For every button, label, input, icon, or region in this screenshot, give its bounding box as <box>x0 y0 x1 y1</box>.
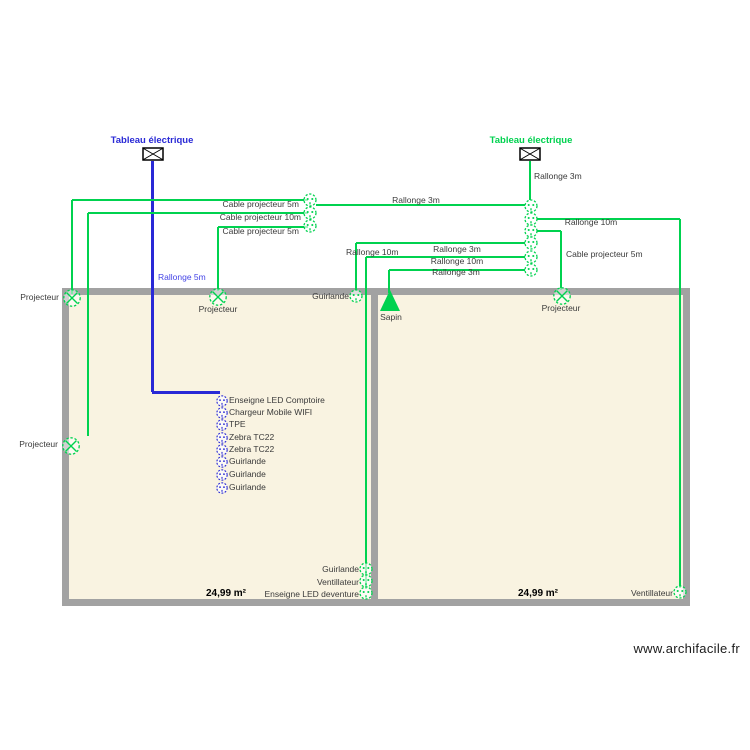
green-cable-wire[interactable] <box>366 256 525 258</box>
socket-outlet-icon[interactable] <box>524 263 538 282</box>
green-cable-wire[interactable] <box>355 243 357 290</box>
cable-label: Rallonge 10m <box>430 256 484 266</box>
cable-label: Rallonge 3m <box>392 195 440 205</box>
device-label: Ventillateur <box>630 588 673 598</box>
green-cable-wire[interactable] <box>679 219 681 588</box>
room-area-label: 24,99 m² <box>517 588 559 599</box>
cable-label: Rallonge 3m <box>534 171 582 181</box>
projecteur-icon[interactable] <box>208 287 228 312</box>
green-cable-wire[interactable] <box>529 161 531 200</box>
green-cable-wire[interactable] <box>537 218 680 220</box>
green-cable-wire[interactable] <box>560 231 562 290</box>
cable-label: Rallonge 10m <box>564 217 618 227</box>
watermark: www.archifacile.fr <box>633 641 740 656</box>
cable-label: Rallonge 3m <box>433 244 481 254</box>
cable-label: Rallonge 10m <box>346 247 399 257</box>
christmas-tree-icon[interactable] <box>380 290 400 311</box>
green-cable-wire[interactable] <box>87 213 89 436</box>
socket-outlet-icon[interactable] <box>524 224 538 243</box>
green-cable-wire[interactable] <box>71 200 73 294</box>
device-label: Guirlande <box>229 482 266 492</box>
socket-outlet-icon[interactable] <box>216 406 228 424</box>
device-label: Chargeur Mobile WIFI <box>229 407 313 417</box>
blue-cable-wire[interactable] <box>152 390 220 394</box>
device-label: Guirlande <box>229 469 266 479</box>
device-label: Sapin <box>380 312 402 322</box>
socket-outlet-icon[interactable] <box>216 443 228 461</box>
electrical-panel-label: Tableau électrique <box>489 135 573 146</box>
green-cable-wire[interactable] <box>217 227 219 291</box>
cable-label: Rallonge 3m <box>432 267 480 277</box>
socket-outlet-icon[interactable] <box>349 289 363 308</box>
socket-outlet-icon[interactable] <box>524 199 538 218</box>
room-area-label: 24,99 m² <box>205 588 247 599</box>
green-cable-wire[interactable] <box>365 257 367 589</box>
green-cable-wire[interactable] <box>389 269 525 271</box>
projecteur-icon[interactable] <box>552 286 572 311</box>
electrical-panel-icon[interactable] <box>142 147 164 166</box>
socket-outlet-icon[interactable] <box>216 418 228 436</box>
device-label: Zebra TC22 <box>229 444 275 454</box>
socket-outlet-icon[interactable] <box>216 481 228 499</box>
interior-wall <box>371 288 378 606</box>
socket-outlet-icon[interactable] <box>303 206 317 225</box>
socket-outlet-icon[interactable] <box>524 236 538 255</box>
device-label: Ventillateur <box>316 577 359 587</box>
device-label: Enseigne LED Comptoire <box>229 395 325 405</box>
cable-label: Cable projecteur 5m <box>566 249 643 259</box>
socket-outlet-icon[interactable] <box>216 431 228 449</box>
projecteur-icon[interactable] <box>61 436 81 461</box>
green-cable-wire[interactable] <box>537 230 561 232</box>
green-cable-wire[interactable] <box>72 199 308 201</box>
device-label: Projecteur <box>541 303 581 313</box>
blue-cable-wire[interactable] <box>150 161 154 392</box>
device-label: Projecteur <box>19 439 58 449</box>
green-cable-wire[interactable] <box>316 204 525 206</box>
green-cable-wire[interactable] <box>88 212 308 214</box>
green-cable-wire[interactable] <box>356 242 525 244</box>
device-label: Guirlande <box>322 564 359 574</box>
green-cable-wire[interactable] <box>218 226 308 228</box>
cable-label: Cable projecteur 5m <box>222 226 299 236</box>
device-label: Projecteur <box>198 304 238 314</box>
socket-outlet-icon[interactable] <box>673 585 687 604</box>
device-label: Guirlande <box>312 291 349 301</box>
device-label: Enseigne LED deventure <box>264 589 359 599</box>
socket-outlet-icon[interactable] <box>216 455 228 473</box>
socket-outlet-icon[interactable] <box>524 250 538 269</box>
socket-outlet-icon[interactable] <box>216 468 228 486</box>
socket-outlet-icon[interactable] <box>216 394 228 412</box>
device-label: Projecteur <box>20 292 59 302</box>
cable-label: Rallonge 5m <box>158 272 206 282</box>
electrical-panel-icon[interactable] <box>519 147 541 166</box>
device-label: Zebra TC22 <box>229 432 275 442</box>
electrical-panel-label: Tableau électrique <box>110 135 194 146</box>
cable-label: Cable projecteur 5m <box>222 199 299 209</box>
device-label: Guirlande <box>229 456 266 466</box>
socket-outlet-icon[interactable] <box>303 219 317 238</box>
projecteur-icon[interactable] <box>62 288 82 313</box>
socket-outlet-icon[interactable] <box>303 193 317 212</box>
device-label: TPE <box>229 419 246 429</box>
socket-outlet-icon[interactable] <box>359 586 373 605</box>
green-cable-wire[interactable] <box>388 270 390 293</box>
cable-label: Cable projecteur 10m <box>219 212 301 222</box>
